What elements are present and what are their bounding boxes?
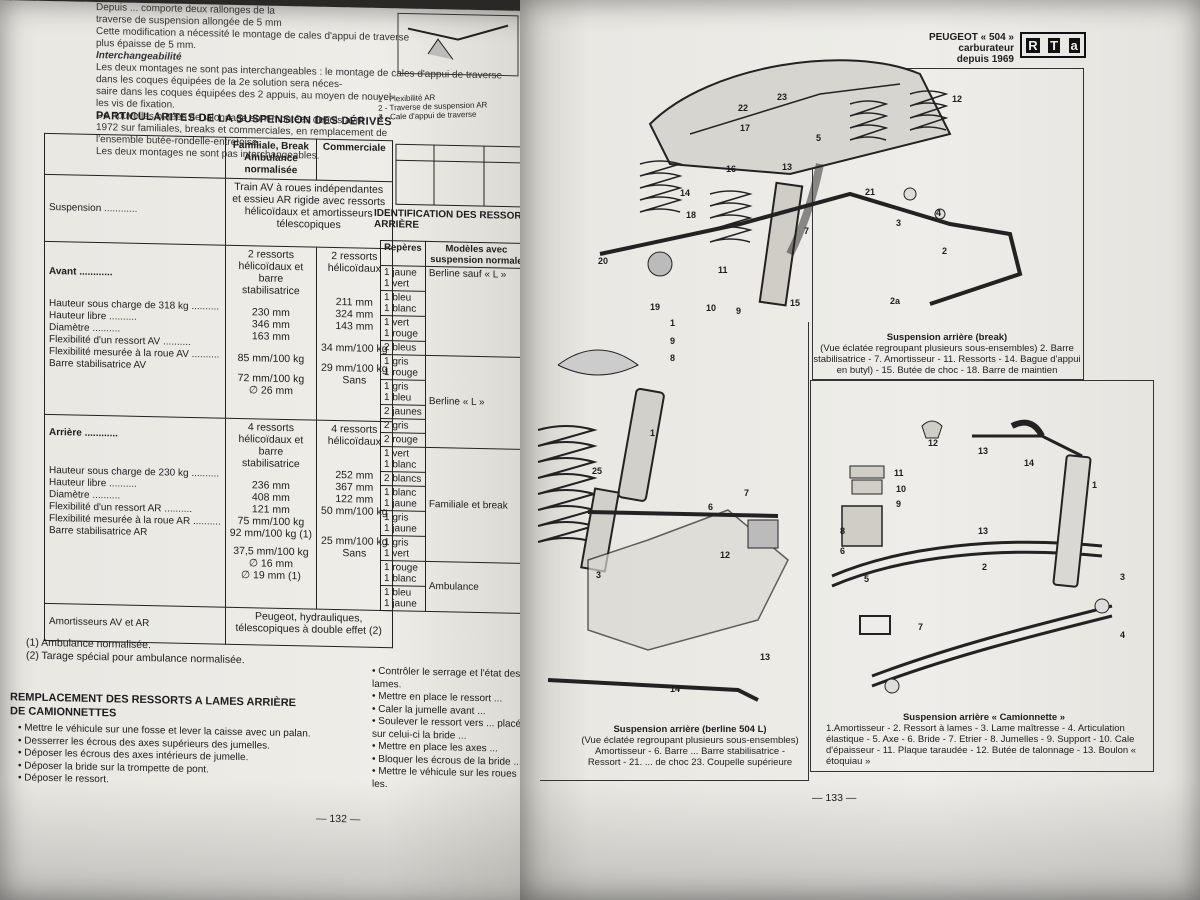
arriere-values-col1: 4 ressorts hélicoïdaux et barre stabilis…	[225, 418, 317, 610]
left-page: Depuis ... comporte deux rallonges de la…	[0, 0, 548, 900]
camion-figure-frame	[810, 380, 1154, 772]
table-notes: (1) Ambulance normalisée. (2) Tarage spé…	[26, 636, 245, 667]
page-number-left: — 132 —	[316, 812, 361, 826]
col-commerciale-header: Commerciale	[316, 139, 393, 182]
arriere-labels: Arrière ............ Hauteur sous charge…	[44, 414, 226, 608]
right-page: PEUGEOT « 504 » carburateur depuis 1969 …	[520, 0, 1200, 900]
page-number-right: — 133 —	[812, 792, 857, 804]
break-caption: Suspension arrière (break) (Vue éclatée …	[813, 332, 1081, 376]
berline-suspension-diagram	[537, 349, 789, 702]
list-item: Mettre le véhicule sur les roues ... les…	[372, 766, 532, 794]
vehicle-model: PEUGEOT « 504 » carburateur depuis 1969	[928, 32, 1014, 65]
avant-labels: Avant ............ Hauteur sous charge d…	[44, 241, 226, 419]
camion-caption: Suspension arrière « Camionnette » 1.Amo…	[826, 712, 1137, 767]
replacement-steps: Mettre le véhicule sur une fosse et leve…	[18, 722, 358, 792]
spring-ident-table: Repères Modèles avec suspension normale …	[380, 240, 528, 614]
replacement-title: REMPLACEMENT DES RESSORTS A LAMES ARRIÈR…	[10, 691, 297, 720]
spacer-diagram	[397, 12, 519, 77]
break-suspension-diagram	[599, 59, 1023, 307]
break-figure-frame	[812, 68, 1084, 380]
suspension-label: Suspension ............	[44, 174, 226, 246]
camion-suspension-diagram	[831, 419, 1113, 694]
rta-logo: R T a	[1020, 32, 1086, 58]
avant-values-col1: 2 ressorts hélicoïdaux et barre stabilis…	[225, 245, 317, 421]
page-header: PEUGEOT « 504 » carburateur depuis 1969 …	[888, 30, 1086, 65]
list-item: Contrôler le serrage et l'état des lames…	[372, 666, 532, 694]
montage-mini-table	[395, 143, 527, 208]
middle-steps: Contrôler le serrage et l'état des lames…	[372, 666, 532, 794]
col-familiale-header: Familiale, Break Ambulance normalisée	[225, 137, 317, 181]
suspension-spec-table: Familiale, Break Ambulance normalisée Co…	[44, 133, 393, 648]
list-item: Soulever le ressort vers ... placé sur c…	[372, 716, 532, 744]
berline-caption: Suspension arrière (berline 504 L) (Vue …	[581, 724, 799, 768]
berline-figure-frame	[540, 322, 809, 781]
suspension-value: Train AV à roues indépendantes et essieu…	[225, 178, 393, 249]
